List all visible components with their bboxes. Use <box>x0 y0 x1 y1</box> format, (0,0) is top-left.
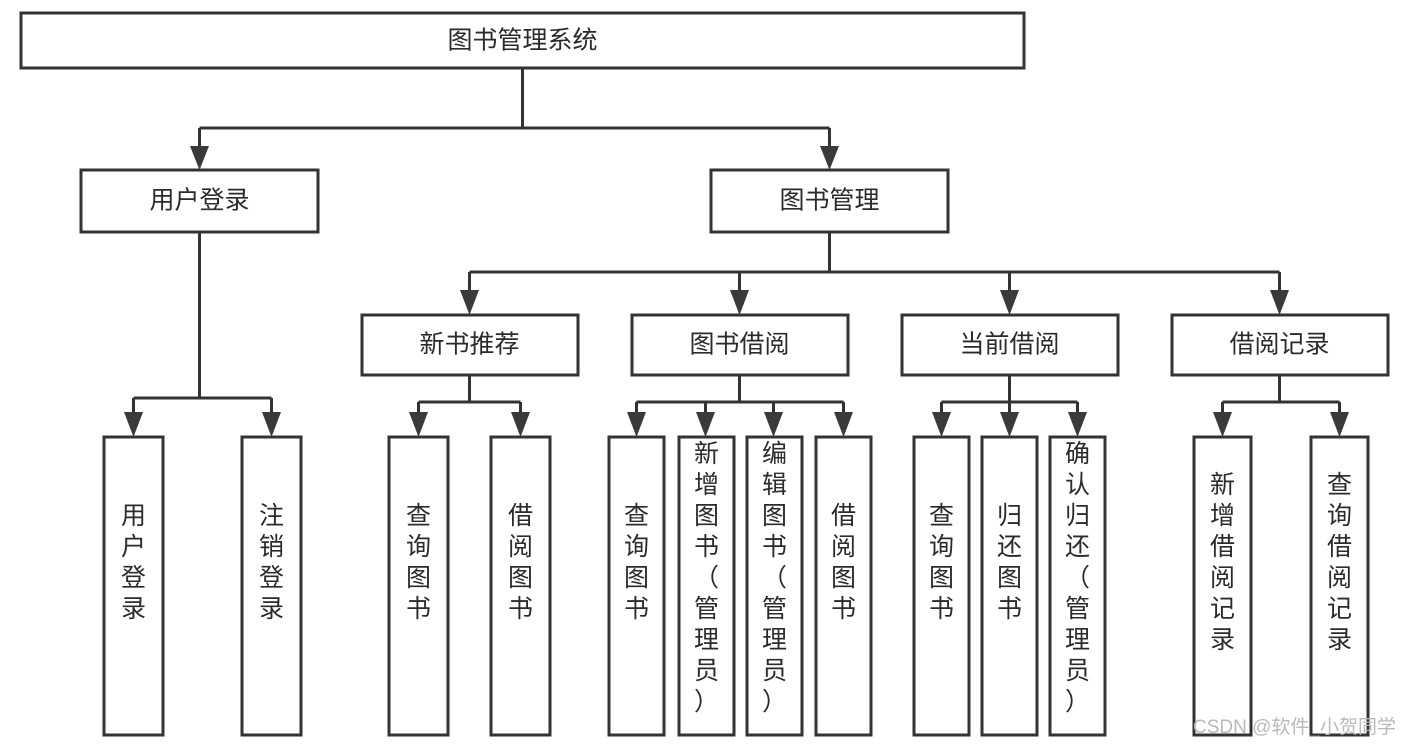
node-leaf-user-login-label: 用户登录 <box>121 502 146 623</box>
connector-layer <box>124 68 1349 437</box>
node-root-label: 图书管理系统 <box>447 27 597 55</box>
arrowhead-leaf-borrow-book-1 <box>511 412 530 437</box>
node-leaf-edit-book[interactable]: 编辑图书（管理员） <box>745 435 804 737</box>
node-leaf-query-record-box[interactable] <box>1309 435 1370 737</box>
node-leaf-user-logout-label: 注销登录 <box>259 502 284 623</box>
node-leaf-borrow-book-2[interactable]: 借阅图书 <box>814 435 873 737</box>
arrowhead-book-manage <box>820 146 839 170</box>
node-leaf-borrow-book-1-label: 借阅图书 <box>508 502 533 623</box>
node-leaf-borrow-book-2-box[interactable] <box>814 435 873 737</box>
node-leaf-query-book-2-label: 查询图书 <box>624 502 649 623</box>
node-leaf-query-book-1-box[interactable] <box>387 435 450 737</box>
node-leaf-query-book-1[interactable]: 查询图书 <box>387 435 450 737</box>
node-leaf-add-book-box[interactable] <box>677 435 736 737</box>
arrowhead-borrow-record <box>1270 290 1289 315</box>
node-leaf-confirm-return-label: 确认归还（管理员） <box>1065 440 1090 716</box>
node-leaf-query-book-2-box[interactable] <box>607 435 666 737</box>
node-leaf-edit-book-label: 编辑图书（管理员） <box>762 440 787 716</box>
arrowhead-leaf-add-record <box>1213 412 1232 437</box>
arrowhead-leaf-return-book <box>1000 412 1019 437</box>
node-new-book-recommend-box[interactable] <box>360 313 580 377</box>
node-current-borrow-box[interactable] <box>900 313 1120 377</box>
node-new-book-recommend-label: 新书推荐 <box>419 331 519 359</box>
node-root[interactable]: 图书管理系统 <box>19 11 1026 70</box>
node-leaf-query-book-3-box[interactable] <box>912 435 971 737</box>
node-book-manage-box[interactable] <box>709 168 950 234</box>
node-leaf-user-logout[interactable]: 注销登录 <box>240 435 303 737</box>
arrowhead-leaf-query-record <box>1330 412 1349 437</box>
node-leaf-query-book-3[interactable]: 查询图书 <box>912 435 971 737</box>
node-leaf-add-record[interactable]: 新增借阅记录 <box>1192 435 1253 737</box>
node-borrow-record-box[interactable] <box>1170 313 1390 377</box>
arrowhead-leaf-user-login <box>124 412 143 437</box>
node-leaf-query-record-label: 查询借阅记录 <box>1327 471 1352 654</box>
node-borrow-record[interactable]: 借阅记录 <box>1170 313 1390 377</box>
arrowhead-leaf-add-book <box>696 412 715 437</box>
node-leaf-add-record-box[interactable] <box>1192 435 1253 737</box>
arrowhead-leaf-edit-book <box>764 412 783 437</box>
node-leaf-add-record-label: 新增借阅记录 <box>1210 471 1235 654</box>
node-borrow-record-label: 借阅记录 <box>1229 331 1329 359</box>
node-book-manage-label: 图书管理 <box>779 187 879 215</box>
arrowhead-leaf-query-book-1 <box>409 412 428 437</box>
node-leaf-borrow-book-1[interactable]: 借阅图书 <box>489 435 552 737</box>
node-leaf-query-book-2[interactable]: 查询图书 <box>607 435 666 737</box>
node-leaf-query-record[interactable]: 查询借阅记录 <box>1309 435 1370 737</box>
node-leaf-return-book[interactable]: 归还图书 <box>980 435 1039 737</box>
node-leaf-query-book-3-label: 查询图书 <box>929 502 954 623</box>
node-user-login[interactable]: 用户登录 <box>79 168 320 234</box>
node-root-box[interactable] <box>19 11 1026 70</box>
node-leaf-return-book-label: 归还图书 <box>997 502 1022 623</box>
node-leaf-confirm-return-box[interactable] <box>1048 435 1107 737</box>
arrowhead-leaf-user-logout <box>262 412 281 437</box>
node-leaf-user-login[interactable]: 用户登录 <box>102 435 165 737</box>
node-leaf-return-book-box[interactable] <box>980 435 1039 737</box>
node-user-login-label: 用户登录 <box>149 187 249 215</box>
arrowhead-book-borrow <box>730 290 749 315</box>
arrowhead-leaf-confirm-return <box>1068 412 1087 437</box>
arrowhead-leaf-query-book-3 <box>932 412 951 437</box>
csdn-watermark: CSDN @软件_小贺同学 <box>1193 716 1396 738</box>
node-leaf-confirm-return[interactable]: 确认归还（管理员） <box>1048 435 1107 737</box>
node-leaf-user-logout-box[interactable] <box>240 435 303 737</box>
node-leaf-borrow-book-2-label: 借阅图书 <box>831 502 856 623</box>
arrowhead-user-login <box>190 146 209 170</box>
node-leaf-borrow-book-1-box[interactable] <box>489 435 552 737</box>
node-leaf-query-book-1-label: 查询图书 <box>406 502 431 623</box>
node-current-borrow-label: 当前借阅 <box>959 331 1059 359</box>
node-book-manage[interactable]: 图书管理 <box>709 168 950 234</box>
node-leaf-add-book-label: 新增图书（管理员） <box>694 440 719 716</box>
node-user-login-box[interactable] <box>79 168 320 234</box>
node-leaf-edit-book-box[interactable] <box>745 435 804 737</box>
node-book-borrow[interactable]: 图书借阅 <box>630 313 850 377</box>
node-leaf-user-login-box[interactable] <box>102 435 165 737</box>
arrowhead-current-borrow <box>1000 290 1019 315</box>
arrowhead-new-book-recommend <box>460 290 479 315</box>
node-leaf-add-book[interactable]: 新增图书（管理员） <box>677 435 736 737</box>
node-current-borrow[interactable]: 当前借阅 <box>900 313 1120 377</box>
node-book-borrow-label: 图书借阅 <box>689 331 789 359</box>
node-book-borrow-box[interactable] <box>630 313 850 377</box>
arrowhead-leaf-borrow-book-2 <box>834 412 853 437</box>
node-new-book-recommend[interactable]: 新书推荐 <box>360 313 580 377</box>
arrowhead-leaf-query-book-2 <box>627 412 646 437</box>
